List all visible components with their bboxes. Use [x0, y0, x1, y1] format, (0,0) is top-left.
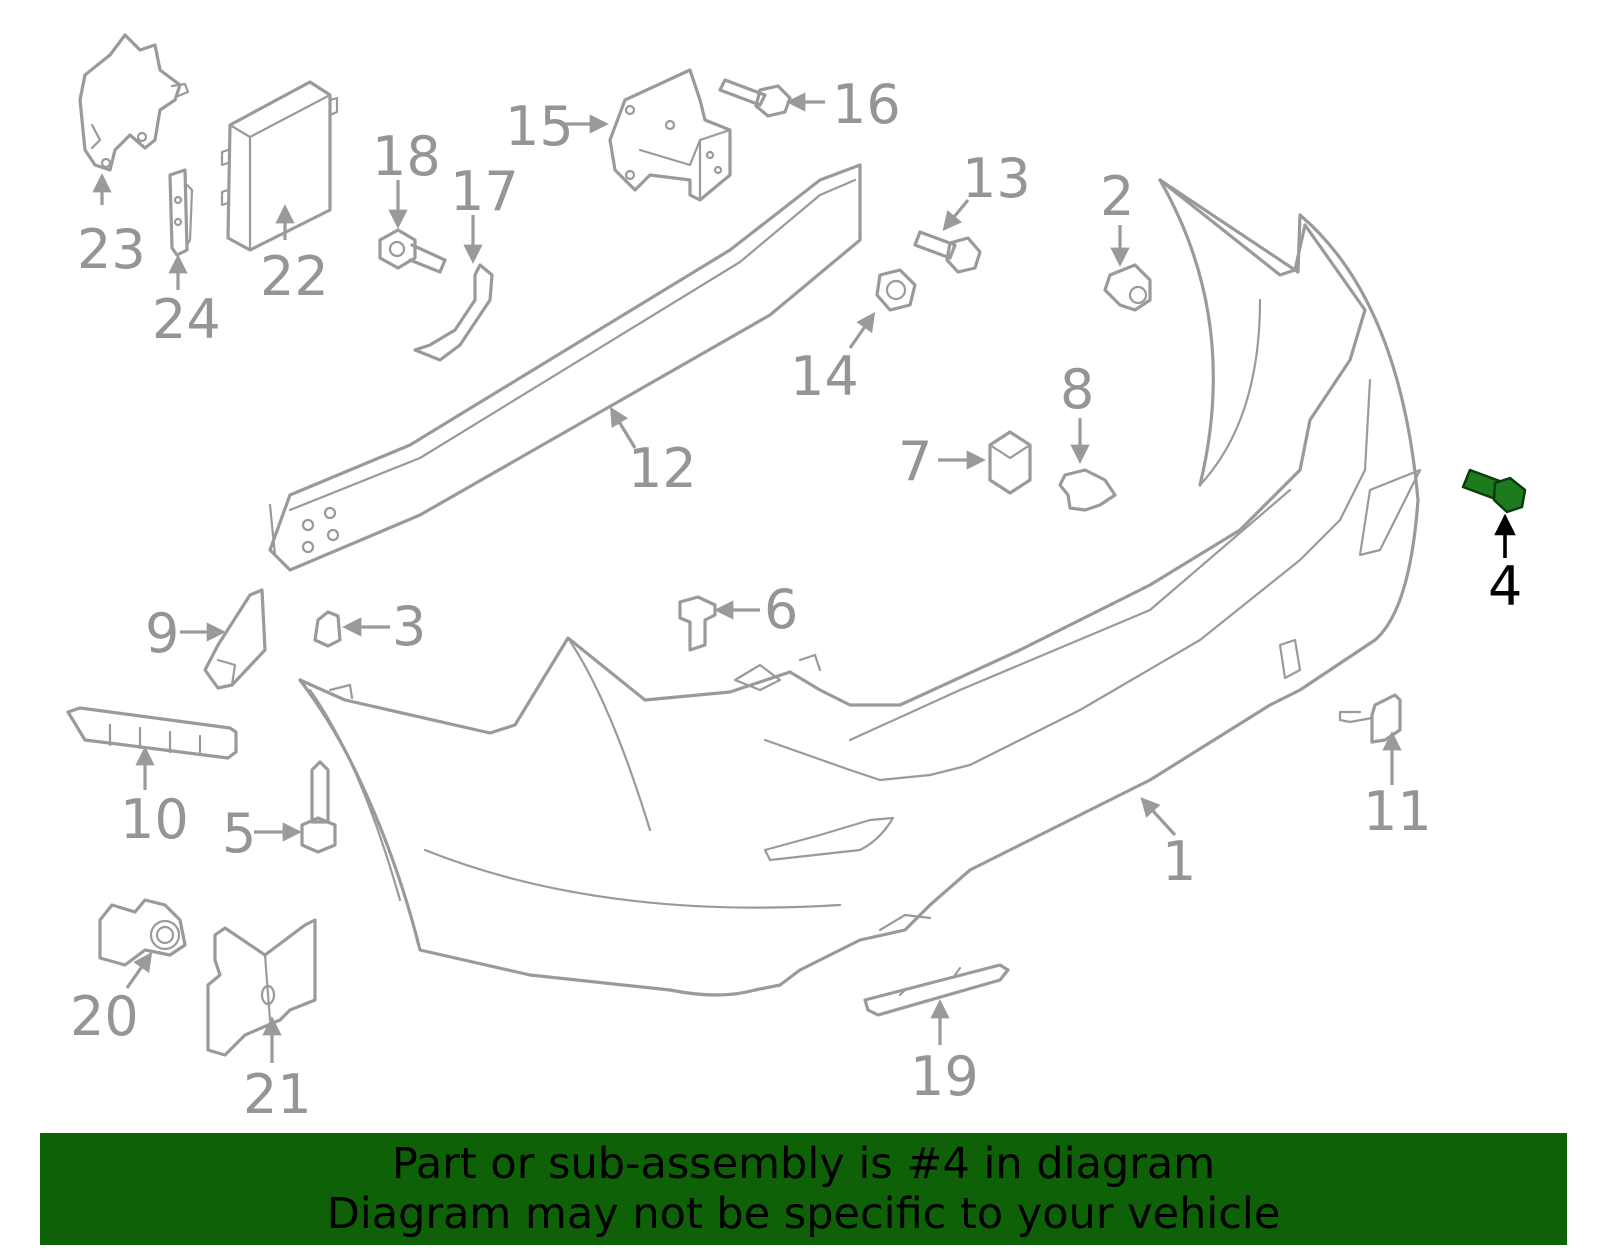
- bracket-21-part: [206, 918, 317, 1057]
- bracket-23-part: [78, 33, 190, 172]
- bolt-4-highlighted-part: [1461, 468, 1527, 514]
- callout-3: 3: [392, 595, 426, 658]
- callout-2: 2: [1100, 165, 1134, 228]
- clip-11-part: [1338, 693, 1402, 744]
- bolt-16-part: [718, 78, 792, 118]
- pin-6-part: [678, 595, 717, 652]
- callout-14: 14: [790, 345, 859, 408]
- callout-6: 6: [764, 578, 798, 641]
- callout-5: 5: [222, 802, 256, 865]
- control-module-22-part: [220, 80, 339, 252]
- callout-4-highlighted: 4: [1488, 555, 1522, 618]
- bracket-9-part: [203, 588, 267, 690]
- callout-23: 23: [77, 218, 146, 281]
- bolt-5-part: [300, 760, 337, 854]
- callout-10: 10: [120, 788, 189, 851]
- arrow-14: [848, 311, 876, 349]
- grommet-2-part: [1103, 263, 1152, 312]
- clip-24-part: [168, 168, 194, 257]
- nut-14-part: [875, 268, 917, 312]
- callout-13: 13: [962, 147, 1031, 210]
- reflector-10-part: [66, 706, 238, 760]
- callout-12: 12: [628, 437, 697, 500]
- bracket-15-part: [608, 68, 732, 202]
- banner-line-part-number: Part or sub-assembly is #4 in diagram: [391, 1139, 1216, 1189]
- callout-20: 20: [70, 985, 139, 1048]
- callout-18: 18: [372, 125, 441, 188]
- arrow-13: [942, 198, 970, 231]
- callout-labels: 23 24 22 18 17 15 16 13 2 14 8 7 12 9 3 …: [70, 73, 1522, 1126]
- callout-16: 16: [832, 73, 901, 136]
- callout-9: 9: [145, 602, 179, 665]
- info-banner: Part or sub-assembly is #4 in diagram Di…: [40, 1133, 1567, 1245]
- callout-22: 22: [260, 245, 329, 308]
- bolt-13-part: [913, 230, 982, 274]
- bracket-17-part: [413, 263, 494, 362]
- callout-17: 17: [450, 160, 519, 223]
- callout-7: 7: [898, 430, 932, 493]
- clip-7-part: [988, 430, 1032, 495]
- parking-sensor-20-part: [98, 898, 187, 967]
- bolt-18-part: [378, 228, 447, 274]
- arrow-12: [610, 406, 637, 449]
- bumper-cover-part: [298, 178, 1422, 997]
- callout-21: 21: [243, 1063, 312, 1126]
- callout-15: 15: [505, 95, 574, 158]
- callout-19: 19: [910, 1045, 979, 1108]
- reflector-19-part: [863, 963, 1010, 1017]
- banner-line-disclaimer: Diagram may not be specific to your vehi…: [326, 1189, 1281, 1239]
- callout-24: 24: [152, 288, 221, 351]
- callout-11: 11: [1363, 780, 1432, 843]
- callout-1: 1: [1162, 830, 1196, 893]
- callout-8: 8: [1060, 358, 1094, 421]
- reinforcement-beam-part: [268, 163, 862, 572]
- clip-3-part: [313, 610, 342, 648]
- leader-arrows: [92, 92, 1516, 1063]
- retainer-8-part: [1058, 468, 1117, 512]
- arrow-20: [125, 951, 153, 989]
- arrow-1: [1140, 797, 1177, 837]
